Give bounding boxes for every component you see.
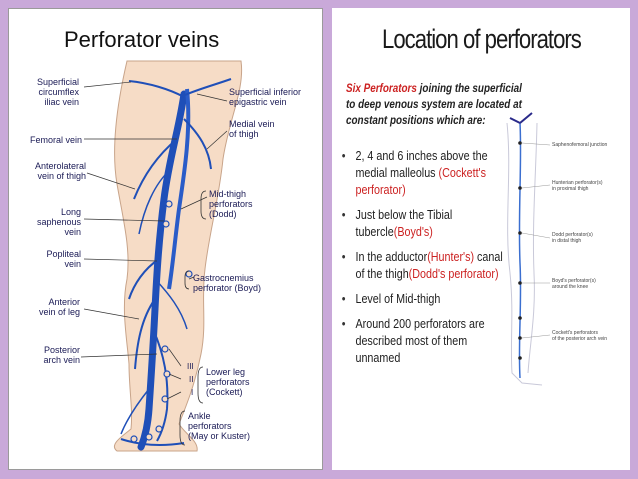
left-panel: Perforator veins [8,8,323,470]
figure-label-cockett: Cockett's perforators of the posterior a… [552,330,608,342]
label-popliteal-vein: Popliteal vein [46,249,81,269]
figure-saphenous-vein [518,122,522,379]
femoral-vein [167,88,191,290]
figure-label-hunterian: Hunterian perforator(s) in proximal thig… [552,180,603,192]
popliteal-branch [128,258,160,300]
intro-rest: joining the superficial to deep venous s… [346,83,522,127]
numeral-ii: II [189,375,194,384]
superficial-circumflex-branch [128,80,185,98]
perforator-location-figure [506,112,551,386]
right-panel: Location of perforators Six Perforators … [332,8,630,470]
thigh-branch-2 [138,168,172,235]
label-superficial-circumflex-iliac-vein: Superficial circumflex iliac vein [36,77,79,107]
label-anterolateral-vein: Anterolateral vein of thigh [34,161,86,181]
intro-highlight: Six Perforators [346,83,417,95]
ankle-bracket [179,410,186,446]
dodd-bracket [200,190,207,220]
label-femoral-vein: Femoral vein [29,135,82,145]
label-posterior-arch-vein: Posterior arch vein [43,345,80,365]
numeral-leaders [166,348,182,400]
figure-perforator-dots [518,141,522,360]
figure-groin-vein [509,112,533,124]
label-anterior-vein-of-leg: Anterior vein of leg [38,297,80,317]
leg-vein-illustration [80,60,243,452]
foot-arch-vein [120,438,185,447]
figure-label-dodd: Dodd perforator(s) in distal thigh [552,232,593,244]
intro-text: Six Perforators joining the superficial … [346,81,522,129]
posterior-arch-branch [152,328,169,442]
right-panel-title: Location of perforators [382,24,582,54]
cockett-bracket [197,366,204,404]
anterolateral-branch [133,138,178,200]
label-mid-thigh-perforators: Mid-thigh perforators (Dodd) [209,189,253,219]
left-leader-lines [80,81,177,358]
long-saphenous-vein [137,90,188,451]
bullet-mid-thigh: Level of Mid-thigh [340,291,512,308]
boyd-bracket [184,270,190,290]
lower-leg-branch [120,388,150,435]
label-superficial-inferior-epigastric-vein: Superficial inferior epigastric vein [229,87,302,107]
label-lower-leg-perforators: Lower leg perforators (Cockett) [206,367,250,397]
figure-label-saphenofemoral: Saphenofemoral junction [552,142,608,148]
superficial-epigastric-branch [184,78,232,96]
numeral-iii: III [187,362,194,371]
perforator-bullet-list: 2, 4 and 6 inches above the medial malle… [340,148,512,375]
perforator-markers [130,200,193,443]
label-gastrocnemius-perforator: Gastrocnemius perforator (Boyd) [193,273,262,293]
label-long-saphenous-vein: Long saphenous vein [36,207,81,237]
label-ankle-perforators: Ankle perforators (May or Kuster) [188,411,251,441]
anterior-leg-branch [134,298,156,370]
figure-leg-outline [506,122,543,386]
medial-thigh-branch [183,118,212,170]
bullet-200-perforators: Around 200 perforators are described mos… [340,316,512,367]
label-medial-vein-of-thigh: Medial vein of thigh [229,119,275,139]
numeral-i: I [191,388,194,397]
bullet-hunter-dodd: In the adductor(Hunter's) canal of the t… [340,249,512,283]
bullet-cockett: 2, 4 and 6 inches above the medial malle… [340,148,512,199]
calf-branch [154,278,188,330]
right-leader-lines [180,93,228,280]
figure-leader-lines [521,142,551,339]
figure-label-boyd: Boyd's perforator(s) around the knee [552,278,596,290]
left-panel-title: Perforator veins [64,27,220,52]
bullet-boyd: Just below the Tibial tubercle(Boyd's) [340,207,512,241]
